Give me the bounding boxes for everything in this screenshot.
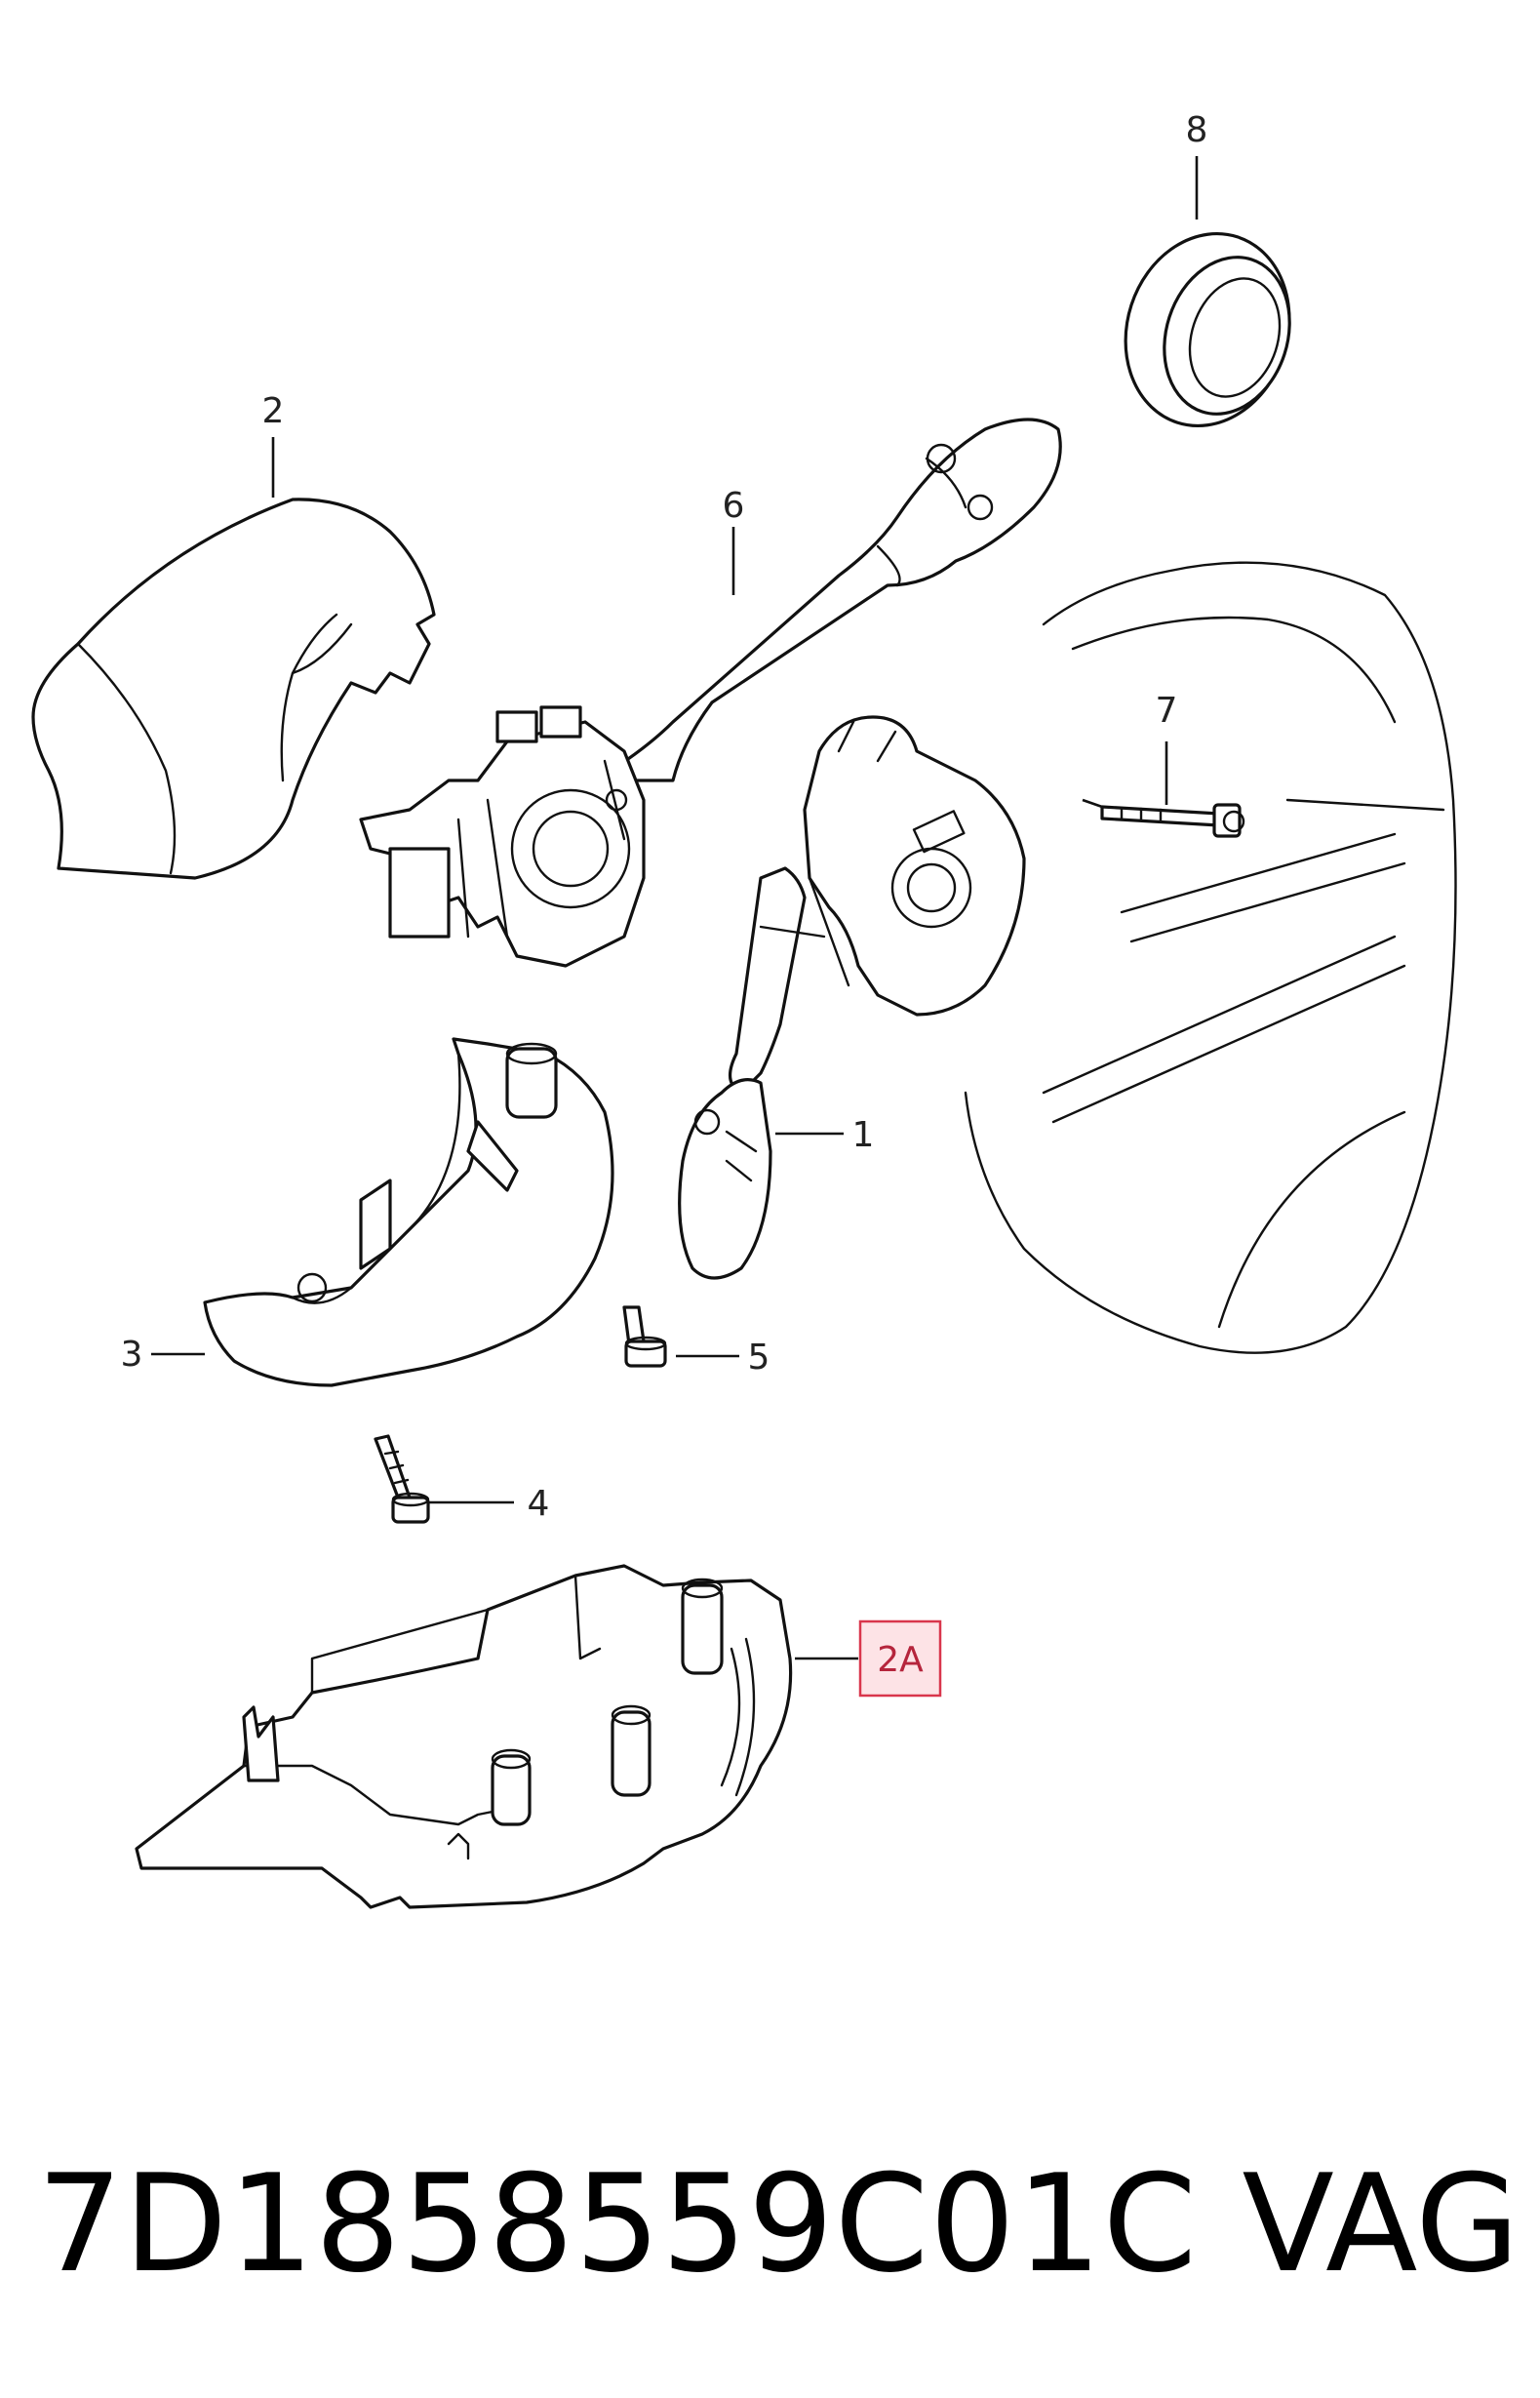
part-6-combination-switch[interactable] — [359, 418, 1062, 968]
footer-caption: 7D1858559C01C VAG — [37, 2127, 1520, 2322]
part-number: 7D1858559C01C — [37, 2145, 1198, 2302]
part-4-screw[interactable] — [374, 1434, 430, 1524]
callout-4: 4 — [528, 1484, 550, 1524]
part-2a-lower-trim-cover[interactable] — [135, 1564, 793, 1909]
callout-leaders — [151, 156, 1199, 1660]
callout-3: 3 — [121, 1335, 143, 1375]
steering-wheel-outline — [964, 561, 1457, 1354]
callout-2a-highlight-box[interactable] — [858, 1619, 942, 1698]
part-2-upper-trim-cover[interactable] — [31, 498, 436, 880]
part-8-grommet[interactable] — [1101, 213, 1314, 448]
callout-7: 7 — [1156, 691, 1178, 731]
brand-label: VAG — [1242, 2145, 1520, 2302]
callout-6: 6 — [723, 486, 745, 526]
part-1-turn-signal-switch[interactable] — [678, 715, 1026, 1280]
callout-5: 5 — [748, 1338, 770, 1378]
part-3-lower-trim-cover[interactable] — [203, 1037, 614, 1387]
callout-2a: 2A — [877, 1640, 924, 1680]
part-5-screw[interactable] — [622, 1305, 667, 1368]
callout-8: 8 — [1186, 110, 1208, 150]
callout-2: 2 — [262, 391, 285, 431]
callout-labels: 8 2 6 7 1 3 5 4 2A — [121, 110, 1208, 1698]
part-7-screw[interactable] — [1100, 803, 1245, 838]
callout-1: 1 — [852, 1115, 875, 1155]
